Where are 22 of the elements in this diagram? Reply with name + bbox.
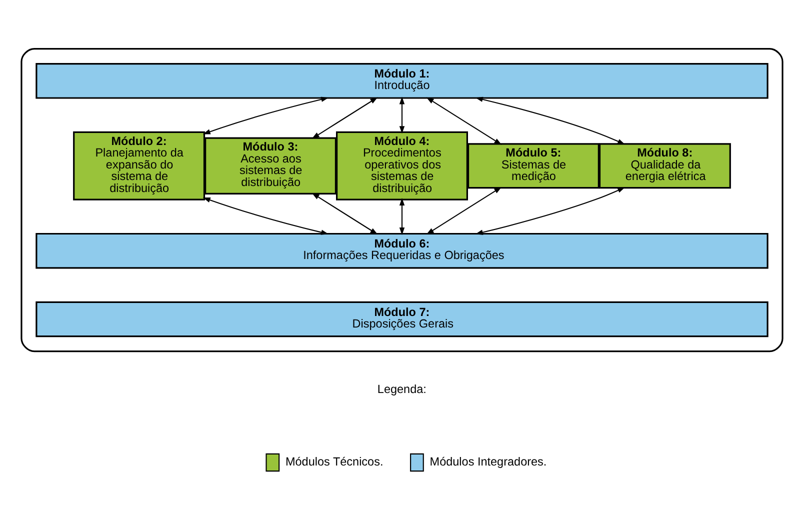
legend-label: Módulos Integradores. <box>430 454 547 468</box>
label: Legenda: <box>377 382 426 396</box>
arrow <box>202 196 329 234</box>
node-box: Módulo 3: Acesso aos sistemas de distribuição <box>204 136 337 194</box>
arrow <box>399 198 405 235</box>
arrow <box>202 96 329 134</box>
node-box: Módulo 2: Planejamento da expansão do sistema de distribuição <box>73 130 206 200</box>
node-box: Módulo 7: Disposições Gerais <box>36 300 768 337</box>
arrow <box>312 96 378 138</box>
node-box: Módulo 6: Informações Requeridas e Obrigações <box>36 232 768 268</box>
node-box: Módulo 4: Procedimentos operativos dos sistemas de distribuição <box>336 130 468 200</box>
arrow <box>399 96 405 134</box>
arrow <box>426 96 502 144</box>
cluster <box>20 48 784 352</box>
node-box: Módulo 1: Introdução <box>36 62 768 98</box>
arrow <box>475 96 626 144</box>
arrow <box>475 186 626 234</box>
arrow <box>312 192 378 234</box>
node-box: Módulo 8: Qualidade da energia elétrica <box>598 142 731 188</box>
arrow <box>426 186 502 234</box>
legend-label: Módulos Técnicos. <box>285 454 384 468</box>
node-box: Módulo 5: Sistemas de medição <box>467 142 600 188</box>
